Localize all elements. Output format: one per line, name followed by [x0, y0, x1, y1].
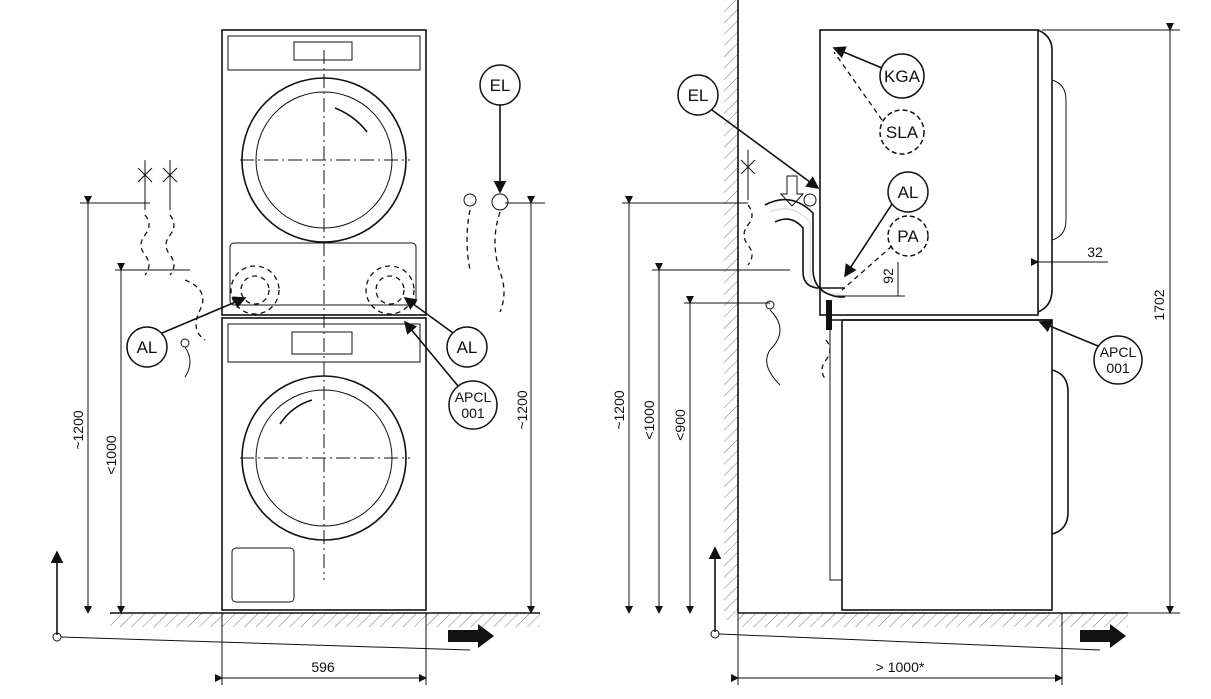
dim-gap-side: 32: [1087, 244, 1103, 260]
dim-900-side: <900: [672, 409, 688, 441]
label-al-front-right: AL: [403, 297, 488, 368]
svg-text:PA: PA: [897, 227, 919, 246]
svg-text:EL: EL: [490, 76, 511, 95]
floor-hatch-side: [738, 613, 1128, 627]
side-view: [622, 0, 1180, 685]
label-kga: KGA: [832, 46, 925, 99]
label-pa: PA: [841, 215, 929, 291]
svg-text:KGA: KGA: [884, 67, 921, 86]
dim-height-total: 1702: [1151, 289, 1167, 320]
label-al-front-left: AL: [126, 296, 247, 368]
wall-hatch: [724, 0, 738, 620]
label-apcl-front: APCL 001: [403, 320, 498, 430]
exhaust-duct: [764, 175, 845, 298]
dim-1000-side: <1000: [641, 400, 657, 440]
direction-arrow-side: [1080, 624, 1126, 648]
svg-text:SLA: SLA: [886, 123, 919, 142]
washer-side: [829, 319, 1069, 611]
drain-outlet-right: [375, 275, 405, 305]
label-el-side: EL: [677, 74, 820, 189]
front-view: [50, 29, 545, 685]
dim-1200-side: ~1200: [611, 390, 627, 430]
dim-width-front: 596: [311, 659, 335, 675]
dim-1000-front: <1000: [103, 435, 119, 475]
dim-pipe-offset: 92: [880, 268, 896, 284]
label-apcl-side: APCL 001: [1038, 320, 1143, 385]
dim-1200-front-left: ~1200: [70, 410, 86, 450]
label-sla: SLA: [833, 51, 925, 155]
svg-text:EL: EL: [688, 86, 709, 105]
electrical-socket-front: [463, 193, 509, 313]
svg-text:APCL: APCL: [1100, 344, 1137, 360]
direction-arrow-front: [448, 624, 494, 648]
drain-outlet-left: [240, 275, 270, 305]
svg-text:001: 001: [461, 405, 485, 421]
floor-hatch-front: [110, 613, 540, 627]
svg-text:AL: AL: [137, 338, 158, 357]
dryer-side: [819, 29, 1067, 330]
dim-1200-front-right: ~1200: [514, 390, 530, 430]
label-el-front: EL: [479, 64, 521, 194]
svg-text:APCL: APCL: [455, 389, 492, 405]
label-al-side: AL: [844, 171, 929, 278]
svg-text:001: 001: [1106, 360, 1130, 376]
water-taps-front: [137, 160, 206, 378]
dim-depth-side: > 1000*: [876, 659, 925, 675]
svg-text:AL: AL: [898, 183, 919, 202]
svg-text:AL: AL: [457, 338, 478, 357]
